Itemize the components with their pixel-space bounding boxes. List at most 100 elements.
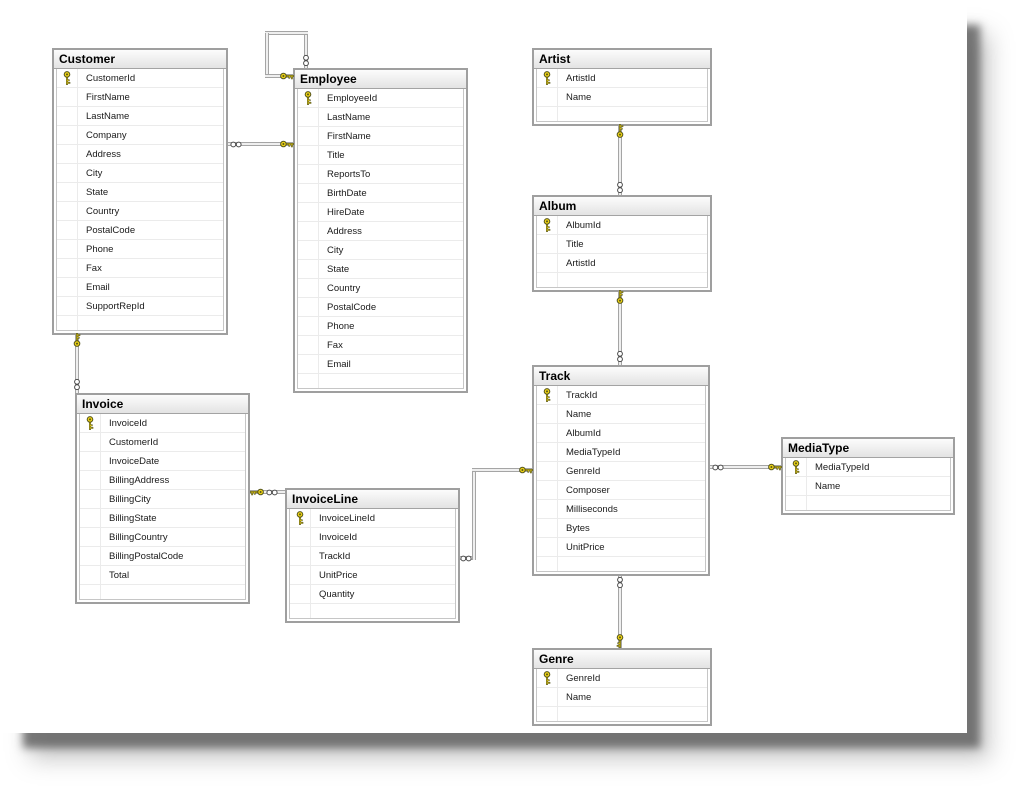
empty-row[interactable] — [290, 604, 455, 618]
column-row[interactable]: AlbumId — [537, 424, 705, 443]
table-header[interactable]: Employee — [295, 70, 466, 89]
column-row[interactable]: FirstName — [298, 127, 463, 146]
column-row[interactable]: Phone — [57, 240, 223, 259]
column-row[interactable]: Fax — [57, 259, 223, 278]
column-row[interactable]: UnitPrice — [537, 538, 705, 557]
column-row[interactable]: MediaTypeId — [537, 443, 705, 462]
column-row[interactable]: GenreId — [537, 462, 705, 481]
table-header[interactable]: Genre — [534, 650, 710, 669]
empty-row[interactable] — [537, 707, 707, 721]
column-row[interactable]: Email — [298, 355, 463, 374]
column-row[interactable]: Name — [537, 688, 707, 707]
relationship-line[interactable] — [618, 124, 622, 195]
column-row[interactable]: Fax — [298, 336, 463, 355]
table-header[interactable]: Invoice — [77, 395, 248, 414]
empty-row[interactable] — [786, 496, 950, 510]
column-row[interactable]: Company — [57, 126, 223, 145]
column-row[interactable]: GenreId — [537, 669, 707, 688]
column-row[interactable]: AlbumId — [537, 216, 707, 235]
table-header[interactable]: Track — [534, 367, 708, 386]
column-row[interactable]: SupportRepId — [57, 297, 223, 316]
relationship-line[interactable] — [228, 142, 293, 146]
column-row[interactable]: BillingCountry — [80, 528, 245, 547]
column-row[interactable]: Email — [57, 278, 223, 297]
column-row[interactable]: Milliseconds — [537, 500, 705, 519]
column-row[interactable]: Composer — [537, 481, 705, 500]
column-row[interactable]: LastName — [57, 107, 223, 126]
column-row[interactable]: TrackId — [290, 547, 455, 566]
relationship-line[interactable] — [265, 31, 308, 35]
empty-row[interactable] — [537, 107, 707, 121]
column-row[interactable]: Name — [537, 88, 707, 107]
column-row[interactable]: CustomerId — [57, 69, 223, 88]
empty-row[interactable] — [537, 557, 705, 571]
table-header[interactable]: Artist — [534, 50, 710, 69]
column-row[interactable]: City — [57, 164, 223, 183]
relationship-line[interactable] — [472, 468, 532, 472]
column-row[interactable]: Title — [537, 235, 707, 254]
column-row[interactable]: LastName — [298, 108, 463, 127]
column-row[interactable]: Total — [80, 566, 245, 585]
column-row[interactable]: Quantity — [290, 585, 455, 604]
column-row[interactable]: State — [57, 183, 223, 202]
column-row[interactable]: City — [298, 241, 463, 260]
relationship-line[interactable] — [265, 33, 269, 78]
column-row[interactable]: EmployeeId — [298, 89, 463, 108]
column-row[interactable]: ArtistId — [537, 69, 707, 88]
column-row[interactable]: ReportsTo — [298, 165, 463, 184]
column-row[interactable]: Title — [298, 146, 463, 165]
column-row[interactable]: Country — [298, 279, 463, 298]
column-row[interactable]: BillingState — [80, 509, 245, 528]
relationship-line[interactable] — [710, 465, 781, 469]
column-row[interactable]: Bytes — [537, 519, 705, 538]
column-row[interactable]: Country — [57, 202, 223, 221]
column-row[interactable]: FirstName — [57, 88, 223, 107]
empty-row[interactable] — [57, 316, 223, 330]
table-header[interactable]: Customer — [54, 50, 226, 69]
column-row[interactable]: BillingPostalCode — [80, 547, 245, 566]
column-row[interactable]: Name — [537, 405, 705, 424]
column-row[interactable]: CustomerId — [80, 433, 245, 452]
table-header[interactable]: InvoiceLine — [287, 490, 458, 509]
column-row[interactable]: Address — [57, 145, 223, 164]
column-row[interactable]: BirthDate — [298, 184, 463, 203]
relationship-line[interactable] — [304, 33, 308, 68]
relationship-line[interactable] — [265, 74, 293, 78]
column-row[interactable]: Phone — [298, 317, 463, 336]
empty-row[interactable] — [80, 585, 245, 599]
column-row[interactable]: InvoiceDate — [80, 452, 245, 471]
column-row[interactable]: BillingAddress — [80, 471, 245, 490]
column-row[interactable]: PostalCode — [298, 298, 463, 317]
column-row[interactable]: InvoiceId — [80, 414, 245, 433]
empty-row[interactable] — [298, 374, 463, 388]
column-row[interactable]: TrackId — [537, 386, 705, 405]
column-row[interactable]: ArtistId — [537, 254, 707, 273]
column-row[interactable]: State — [298, 260, 463, 279]
column-row[interactable]: PostalCode — [57, 221, 223, 240]
column-row[interactable]: UnitPrice — [290, 566, 455, 585]
empty-row[interactable] — [537, 273, 707, 287]
column-row[interactable]: MediaTypeId — [786, 458, 950, 477]
column-row[interactable]: InvoiceId — [290, 528, 455, 547]
table-header[interactable]: Album — [534, 197, 710, 216]
relationship-line[interactable] — [618, 290, 622, 365]
column-row[interactable]: BillingCity — [80, 490, 245, 509]
column-row[interactable]: Name — [786, 477, 950, 496]
column-row[interactable]: InvoiceLineId — [290, 509, 455, 528]
relationship-line[interactable] — [75, 333, 79, 393]
table-header[interactable]: MediaType — [783, 439, 953, 458]
relationship-line[interactable] — [472, 468, 476, 560]
column-row[interactable]: Address — [298, 222, 463, 241]
relationship-line[interactable] — [618, 574, 622, 648]
column-row[interactable]: HireDate — [298, 203, 463, 222]
